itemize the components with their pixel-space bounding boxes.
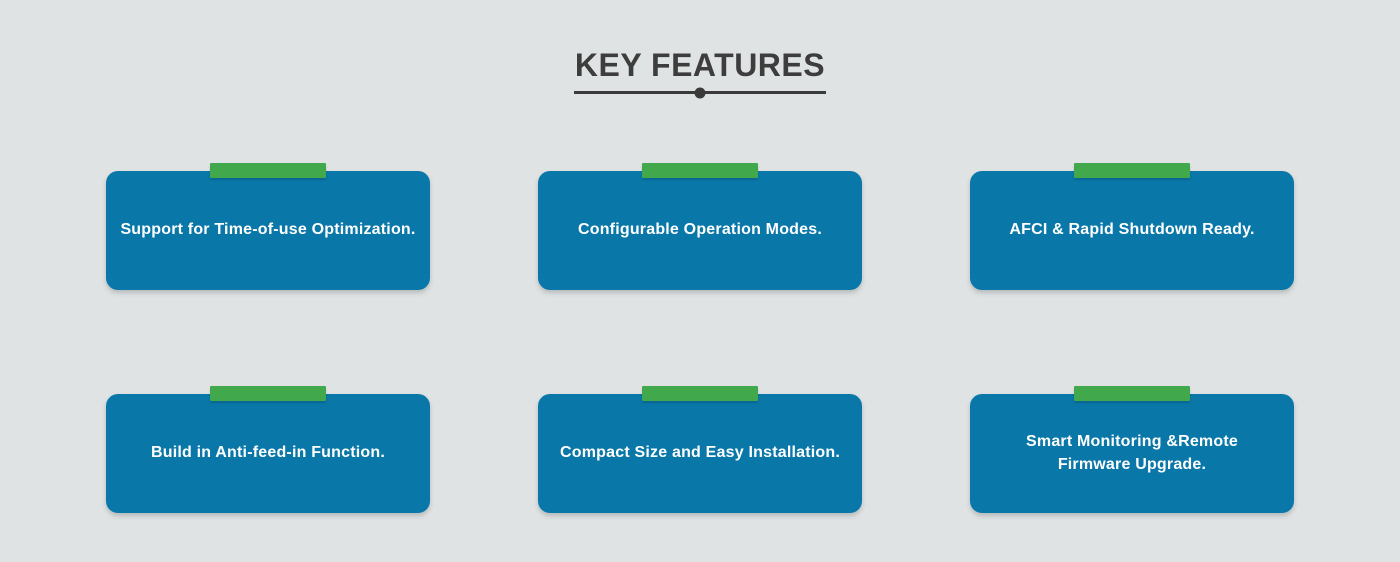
feature-card-compact-size: Compact Size and Easy Installation.: [538, 386, 862, 513]
feature-card-anti-feed-in: Build in Anti-feed-in Function.: [106, 386, 430, 513]
card-top-tab: [642, 386, 758, 401]
feature-card-afci-rapid-shutdown: AFCI & Rapid Shutdown Ready.: [970, 163, 1294, 290]
feature-label: Configurable Operation Modes.: [577, 221, 823, 239]
divider-dot: [694, 87, 706, 98]
feature-label: Support for Time-of-use Optimization.: [120, 221, 416, 239]
card-top-tab: [210, 163, 326, 178]
feature-card-smart-monitoring: Smart Monitoring &Remote Firmware Upgrad…: [970, 386, 1294, 513]
section-title: KEY FEATURES: [574, 47, 826, 83]
card-top-tab: [1074, 163, 1190, 178]
card-top-tab: [642, 163, 758, 178]
card-top-tab: [1074, 386, 1190, 401]
card-top-tab: [210, 386, 326, 401]
feature-label: Smart Monitoring &Remote Firmware Upgrad…: [1026, 433, 1238, 473]
features-grid: Support for Time-of-use Optimization. Co…: [106, 163, 1294, 513]
feature-label: Compact Size and Easy Installation.: [560, 444, 840, 462]
feature-label: AFCI & Rapid Shutdown Ready.: [1009, 221, 1255, 239]
feature-card-time-of-use: Support for Time-of-use Optimization.: [106, 163, 430, 290]
section-header: KEY FEATURES: [0, 46, 1400, 98]
feature-card-operation-modes: Configurable Operation Modes.: [538, 163, 862, 290]
title-divider: [574, 87, 826, 98]
feature-label: Build in Anti-feed-in Function.: [150, 444, 385, 462]
